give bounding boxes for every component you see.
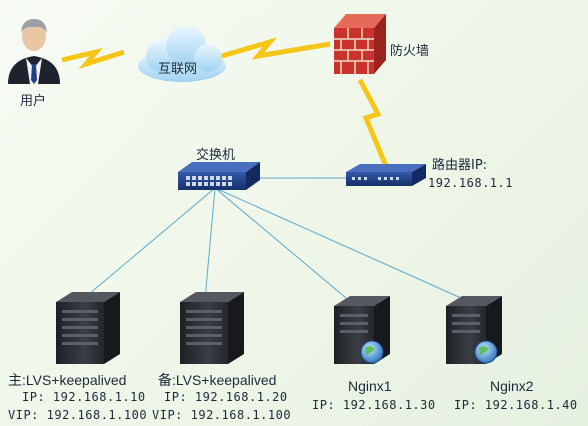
nginx2-label: Nginx2 — [490, 378, 534, 394]
bolt-user-internet — [61, 47, 125, 69]
nginx1-label: Nginx1 — [348, 378, 392, 394]
bolt-firewall-router — [357, 78, 389, 167]
globe-icon — [360, 340, 384, 364]
lvs-master-ip: IP: 192.168.1.10 — [22, 390, 146, 404]
firewall-label: 防火墙 — [390, 44, 430, 59]
nginx2-ip: IP: 192.168.1.40 — [454, 398, 578, 412]
lvs-backup-server-icon — [180, 292, 244, 364]
router-ip: 192.168.1.1 — [428, 176, 513, 190]
switch-icon — [178, 162, 260, 190]
router-label: 路由器IP: — [432, 158, 488, 173]
router-icon — [346, 164, 426, 186]
internet-label: 互联网 — [158, 62, 198, 77]
globe-icon — [474, 340, 498, 364]
user-icon — [8, 19, 60, 84]
link-switch-nginx1 — [214, 187, 359, 309]
lvs-backup-ip: IP: 192.168.1.20 — [164, 390, 288, 404]
wan-lightning — [61, 37, 389, 167]
user-label: 用户 — [20, 94, 47, 109]
cloud-icon — [138, 26, 226, 82]
switch-links — [81, 177, 471, 309]
nginx1-server-icon — [334, 296, 390, 364]
nginx2-server-icon — [446, 296, 502, 364]
lvs-master-label: 主:LVS+keepalived — [8, 372, 127, 388]
bolt-internet-firewall — [207, 37, 331, 63]
switch-label: 交换机 — [196, 148, 236, 163]
link-switch-lvs-backup — [204, 187, 216, 301]
link-switch-nginx2 — [214, 187, 471, 303]
nginx1-ip: IP: 192.168.1.30 — [312, 398, 436, 412]
lvs-master-server-icon — [56, 292, 120, 364]
firewall-icon — [334, 14, 386, 74]
link-switch-lvs-master — [81, 187, 216, 301]
lvs-backup-vip: VIP: 192.168.1.100 — [152, 408, 292, 422]
lvs-backup-label: 备:LVS+keepalived — [158, 372, 277, 388]
lvs-master-vip: VIP: 192.168.1.100 — [8, 408, 148, 422]
